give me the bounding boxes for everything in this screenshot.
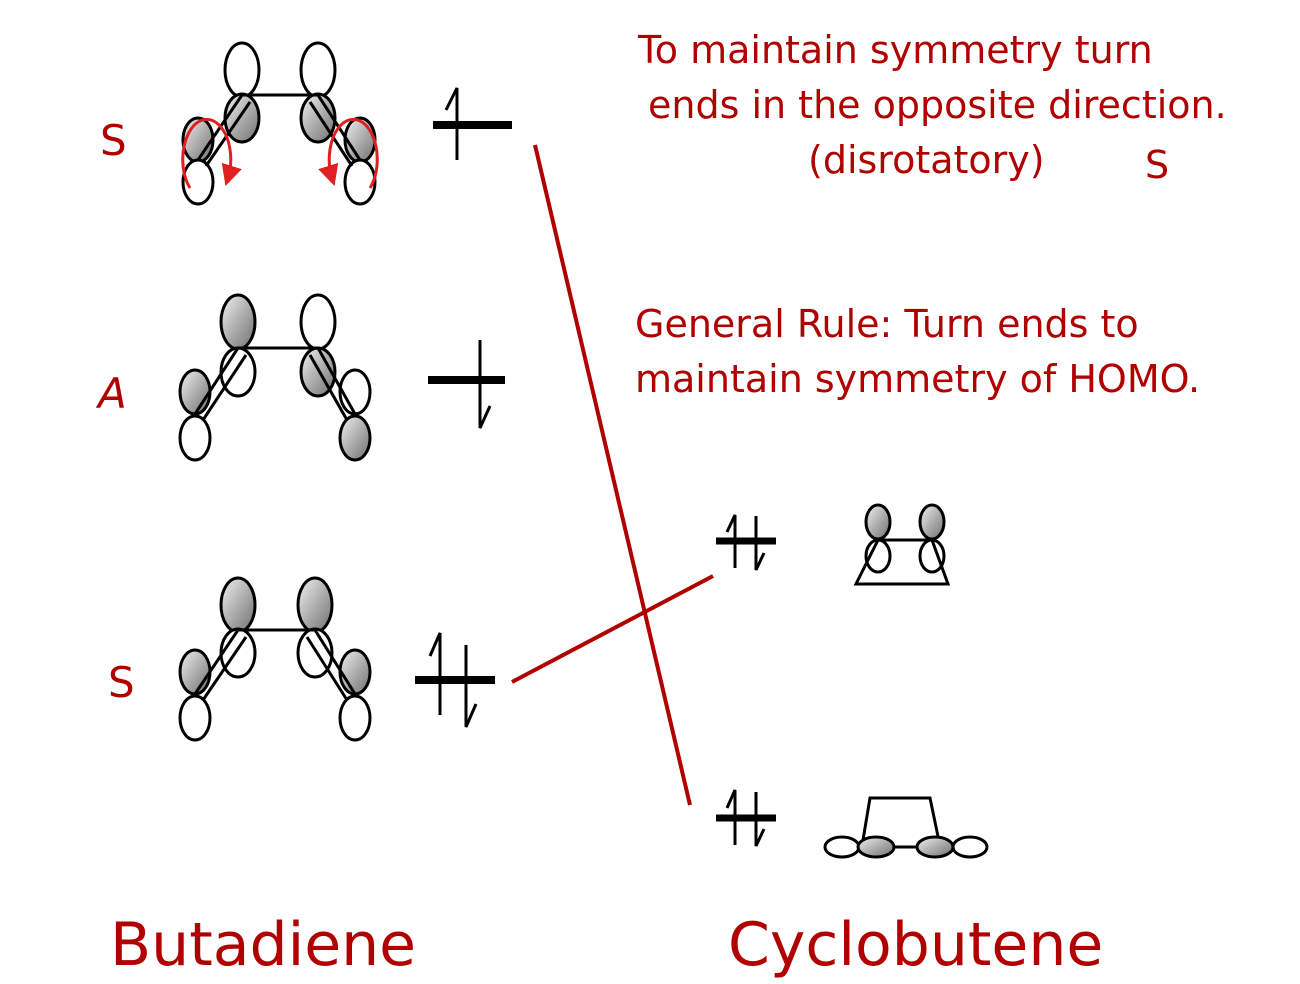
general-rule-line-2: maintain symmetry of HOMO.	[635, 357, 1200, 401]
cyclobutene-pi-orbital	[853, 503, 951, 586]
butadiene-orbital-s-upper	[181, 41, 379, 206]
symmetry-label-a: A	[95, 369, 127, 418]
rotation-arrow-left	[181, 117, 242, 189]
symmetry-label-s-lower: S	[108, 658, 135, 707]
cyclobutene-sigma-orbital	[823, 796, 989, 859]
note-line-1: To maintain symmetry turn	[637, 28, 1153, 72]
butadiene-orbital-a	[178, 293, 372, 462]
butadiene-title: Butadiene	[110, 910, 416, 980]
electron-down-arrow	[464, 645, 478, 728]
electron-down-arrow	[478, 340, 492, 429]
electron-up-arrow	[428, 632, 442, 715]
energy-level-butadiene-middle	[428, 340, 505, 429]
cyclobutene-title: Cyclobutene	[728, 910, 1103, 980]
butadiene-orbital-s-lower	[178, 576, 372, 742]
note-line-3: (disrotatory)	[808, 138, 1045, 182]
electron-up-arrow	[444, 87, 459, 160]
symmetry-label-s-upper: S	[100, 116, 127, 165]
electron-down-arrow	[754, 792, 766, 847]
energy-level-butadiene-upper	[433, 87, 512, 160]
correlation-line-lower	[511, 574, 714, 684]
energy-level-cyclobutene-sigma	[716, 789, 776, 847]
rotation-arrow-right	[318, 117, 379, 189]
correlation-line-upper	[533, 144, 692, 806]
electron-up-arrow	[725, 514, 737, 568]
note-line-3-symmetry: S	[1145, 143, 1169, 187]
electron-down-arrow	[754, 516, 766, 571]
note-line-2: ends in the opposite direction.	[648, 83, 1227, 127]
energy-level-cyclobutene-pi	[716, 514, 776, 571]
energy-level-butadiene-lower	[415, 632, 495, 728]
electron-up-arrow	[725, 789, 737, 845]
general-rule-line-1: General Rule: Turn ends to	[635, 302, 1139, 346]
